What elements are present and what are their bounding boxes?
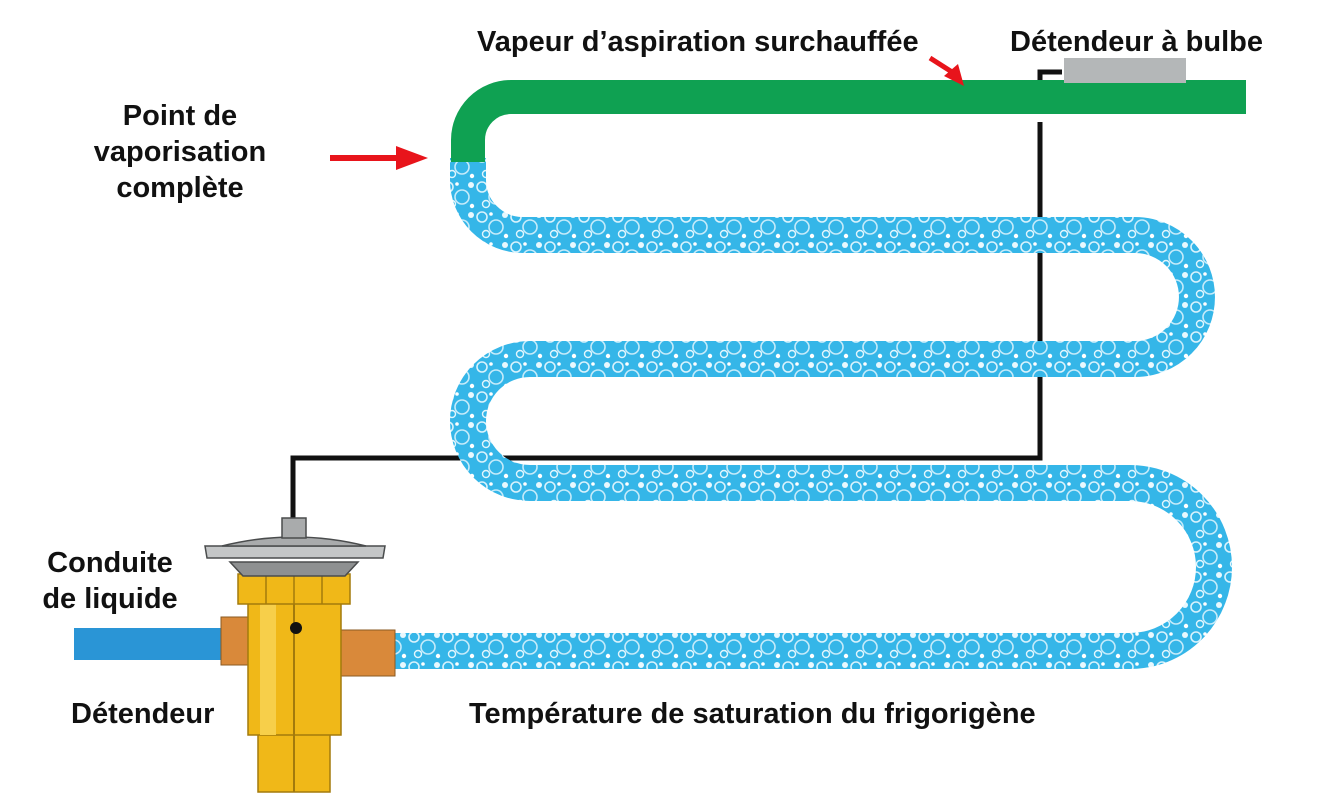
superheated-vapor-label: Vapeur d’aspiration surchauffée <box>477 26 919 58</box>
liquid-line-label: Conduite de liquide <box>10 545 210 617</box>
sensing-bulb-icon <box>1064 58 1186 83</box>
vaporization-point-label: Point de vaporisation complète <box>60 98 300 206</box>
bulb-valve-label: Détendeur à bulbe <box>1010 26 1263 58</box>
vaporization-point-line-1: Point de <box>122 100 238 132</box>
vapor-arrow <box>928 55 964 86</box>
thermostatic-expansion-valve-icon <box>204 517 396 793</box>
superheated-vapor-pipe <box>451 80 1246 162</box>
saturation-temperature-label: Température de saturation du frigorigène <box>469 698 1036 730</box>
vaporization-point-line-2: vaporisation <box>93 136 267 168</box>
liquid-line-line-1: Conduite <box>47 547 173 579</box>
bulb-clip <box>1037 69 1062 80</box>
vaporization-point-line-3: complète <box>116 172 244 204</box>
evaporator-coil <box>395 158 1232 669</box>
capillary-tube <box>290 122 1043 520</box>
liquid-line <box>74 628 226 660</box>
liquid-line-line-2: de liquide <box>42 583 178 615</box>
expansion-valve-label: Détendeur <box>71 698 215 730</box>
vaporization-arrow <box>330 146 428 170</box>
